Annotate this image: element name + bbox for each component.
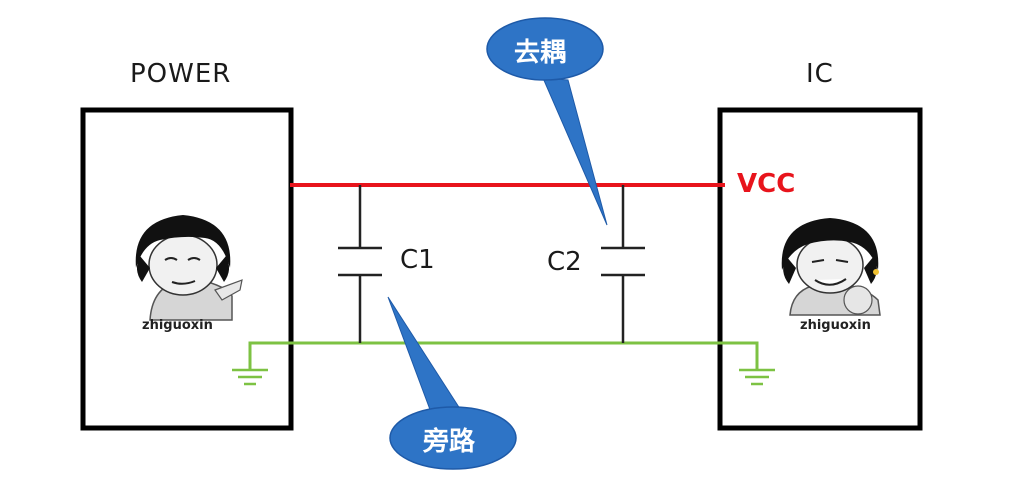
bypass-bubble-text: 旁路 — [423, 427, 476, 457]
bypass-callout — [387, 296, 517, 470]
power-label: POWER — [130, 59, 232, 89]
ground-symbol-right — [739, 368, 775, 386]
ic-box — [717, 107, 923, 431]
meme-avatar-right — [781, 218, 881, 316]
c1-label: C1 — [400, 245, 435, 275]
vcc-label: VCC — [737, 169, 796, 199]
ic-label: IC — [806, 59, 834, 89]
c2-label: C2 — [547, 247, 582, 277]
capacitor-c2 — [601, 185, 645, 343]
watermark-right: zhiguoxin — [800, 318, 871, 333]
decoupling-callout — [486, 17, 608, 226]
meme-avatar-left — [135, 215, 243, 321]
ground-symbol-left — [232, 368, 268, 386]
capacitor-c1 — [338, 185, 382, 343]
decoupling-bubble-text: 去耦 — [514, 38, 567, 68]
watermark-left: zhiguoxin — [142, 318, 213, 333]
gnd-rail — [248, 341, 759, 370]
power-box — [80, 107, 294, 431]
